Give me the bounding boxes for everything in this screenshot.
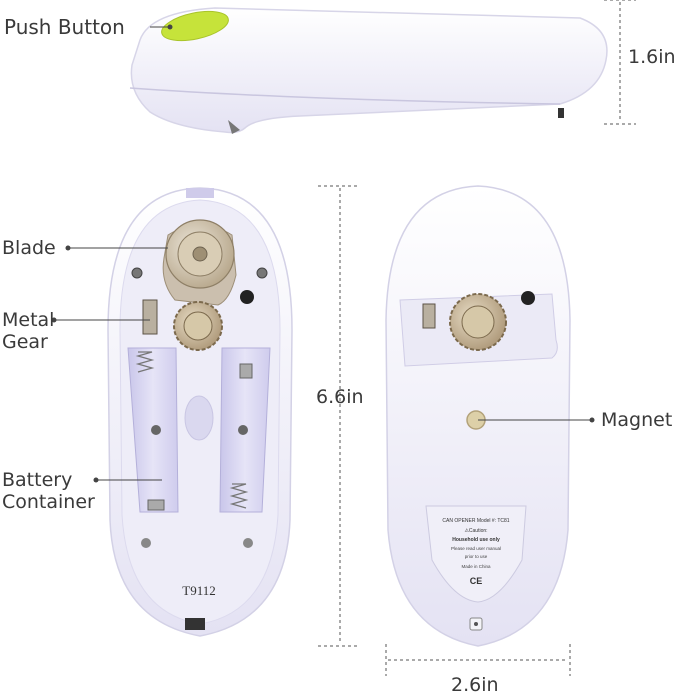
height-value: 1.6in (628, 46, 676, 68)
metal-gear-part (142, 299, 223, 351)
model-code: T9112 (182, 583, 215, 598)
svg-text:Household use only: Household use only (452, 537, 500, 543)
blade-part (162, 219, 237, 306)
height-dimension (604, 0, 636, 125)
side-view (129, 7, 608, 134)
length-dimension (318, 185, 360, 647)
magnet-label: Magnet (601, 409, 673, 431)
open-back-view: T9112 (107, 187, 293, 637)
width-dimension (385, 644, 571, 676)
svg-text:⚠Caution:: ⚠Caution: (464, 528, 487, 534)
metal-gear-label: Metal Gear (2, 309, 55, 353)
battery-container-label: Battery Container (2, 469, 95, 513)
warning-sticker: CAN OPENER Model #: TC81 ⚠Caution: House… (425, 505, 527, 603)
blade-label: Blade (2, 237, 56, 259)
svg-text:prior to use: prior to use (465, 554, 488, 559)
length-value: 6.6in (316, 386, 364, 408)
svg-text:Made in China: Made in China (461, 564, 491, 569)
svg-text:CAN OPENER Model #: TC81: CAN OPENER Model #: TC81 (442, 518, 509, 524)
closed-front-view: CAN OPENER Model #: TC81 ⚠Caution: House… (385, 185, 571, 647)
battery-container-part (127, 347, 271, 513)
width-value: 2.6in (451, 674, 499, 696)
svg-text:CE: CE (470, 576, 483, 586)
push-button-part (161, 10, 229, 42)
callout-leaders (54, 247, 592, 481)
push-button-label: Push Button (4, 15, 125, 39)
svg-text:Please read user manual: Please read user manual (451, 546, 501, 551)
